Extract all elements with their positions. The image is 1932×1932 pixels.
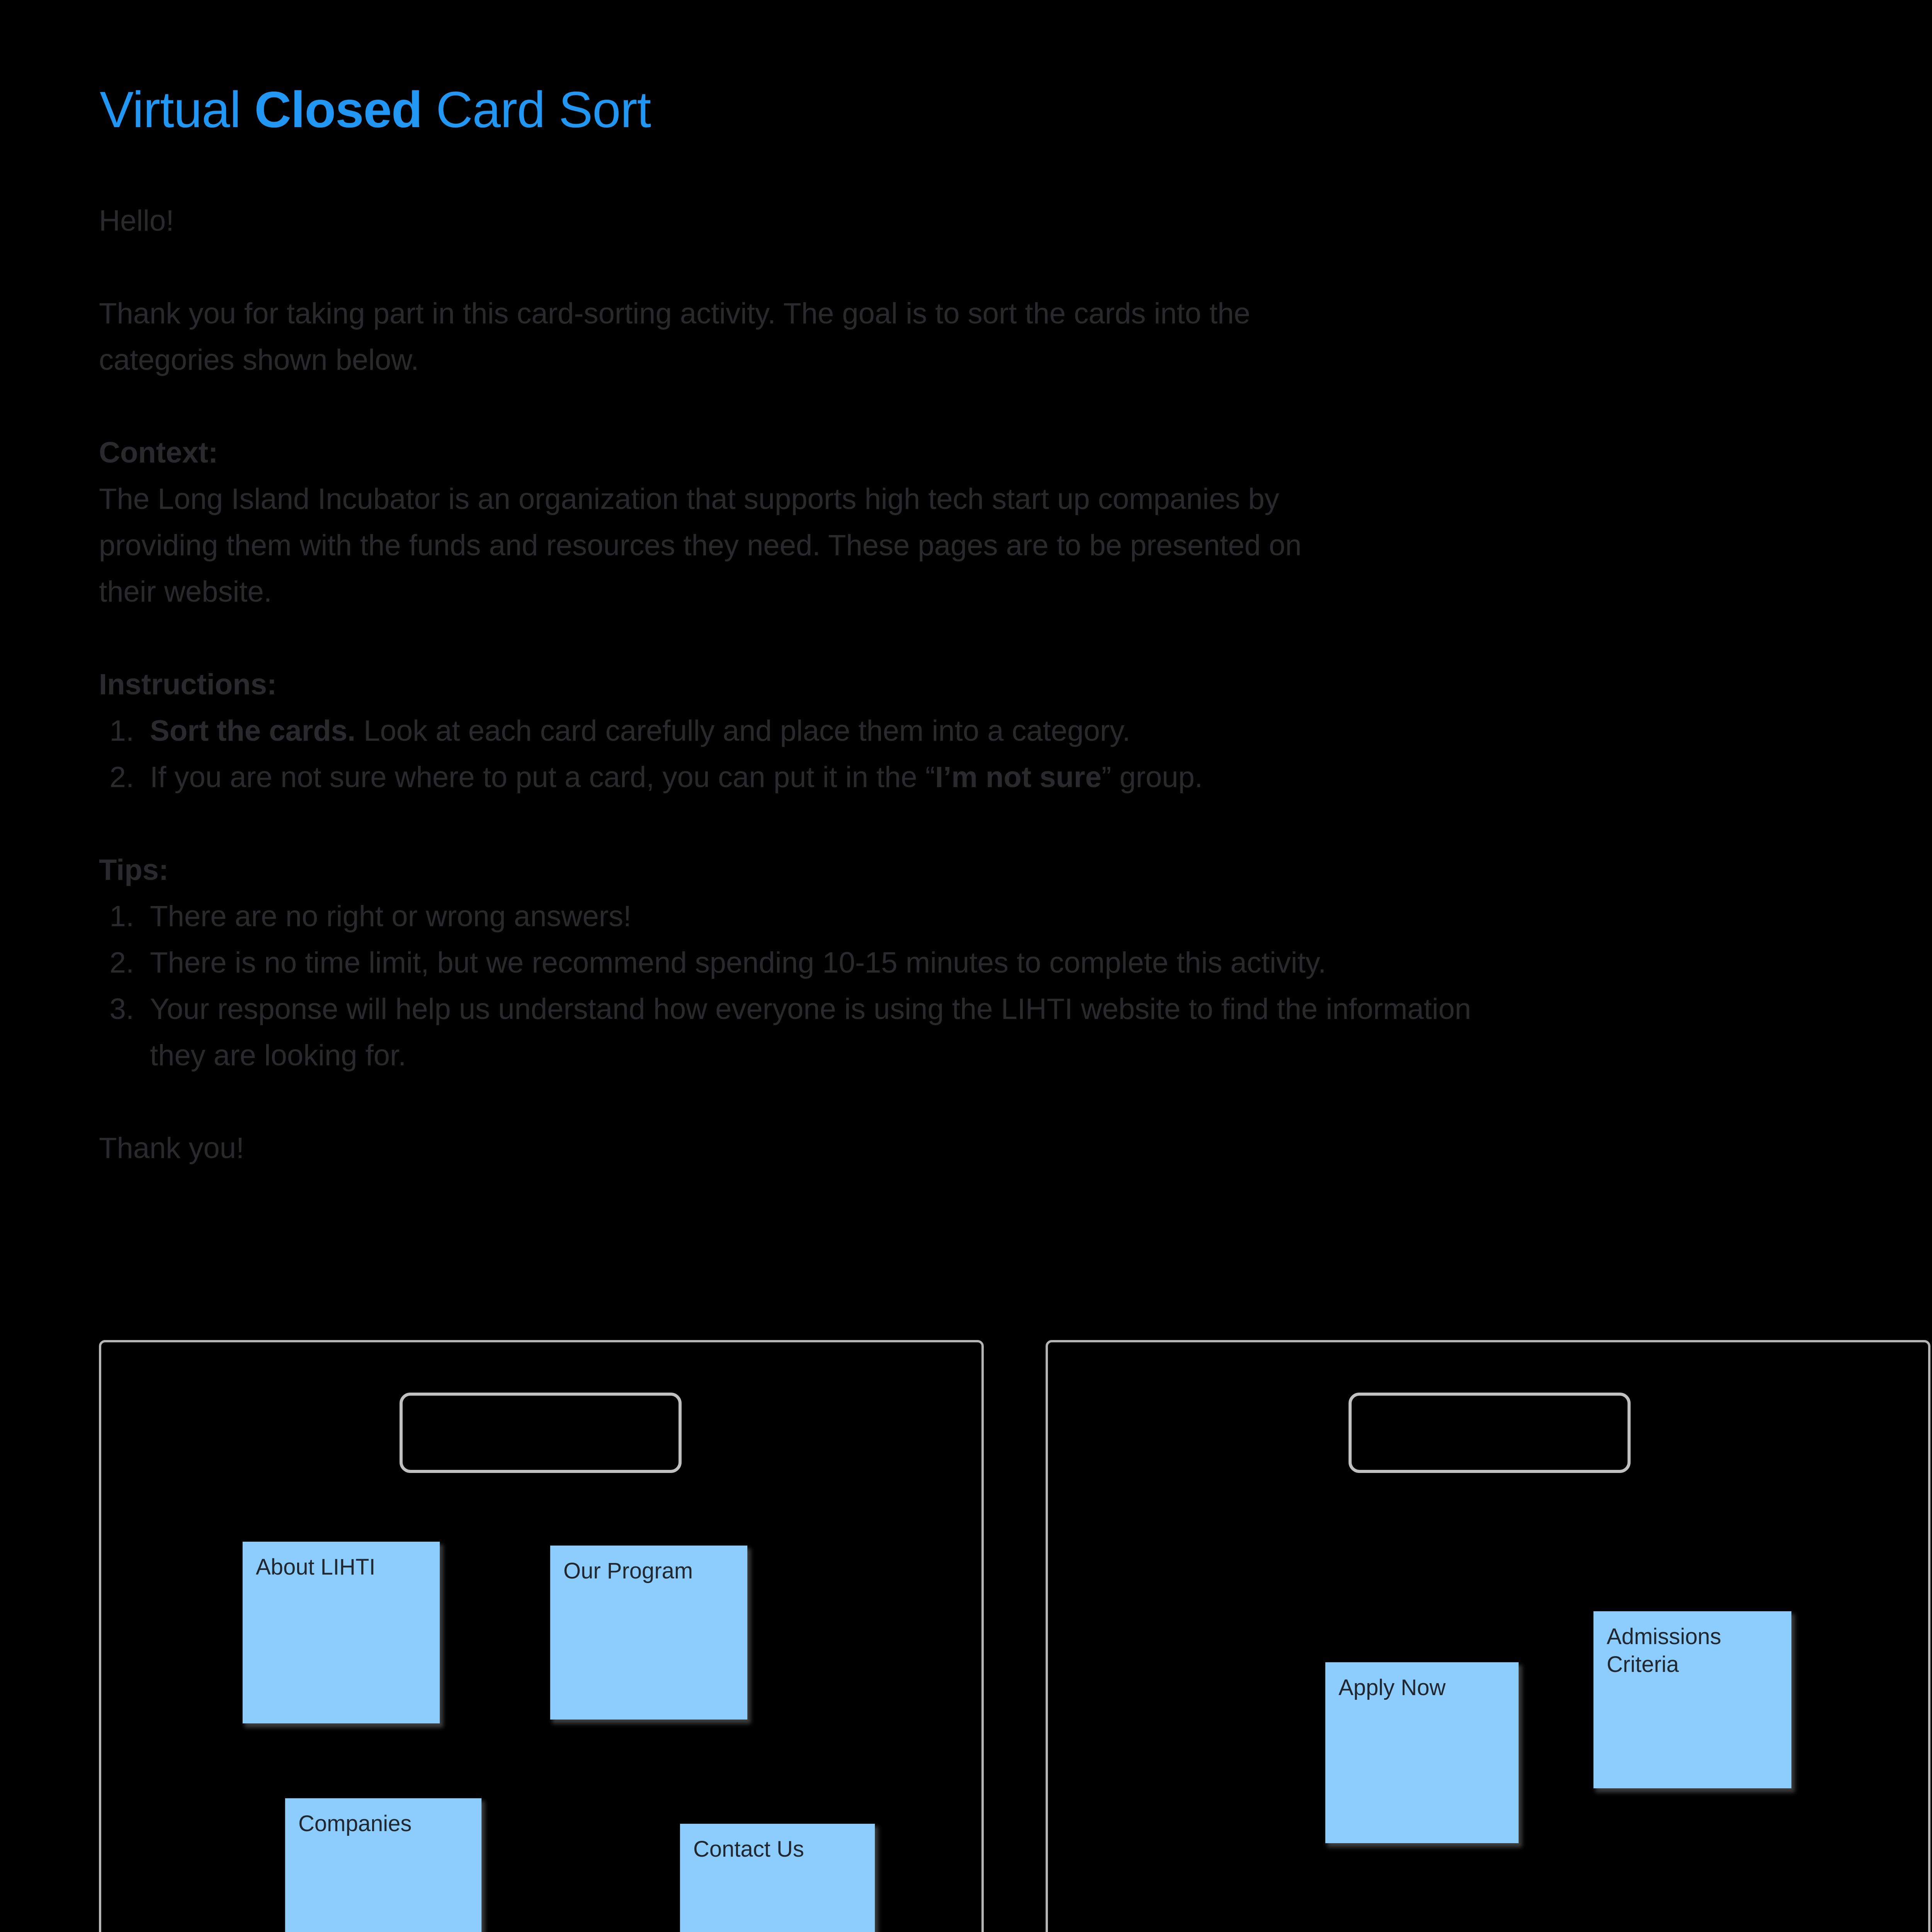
placed-card-our-program[interactable]: Our Program	[550, 1546, 747, 1719]
spacer	[99, 244, 1475, 291]
thanks-line-1: Thank you for taking part in this card-s…	[99, 297, 1250, 330]
context-line-2: providing them with the funds and resour…	[99, 529, 1302, 562]
context-line-1: The Long Island Incubator is an organiza…	[99, 483, 1279, 515]
page-title-part-1: Virtual	[100, 81, 255, 138]
spacer	[99, 1079, 1475, 1125]
intro-text-block: Hello! Thank you for taking part in this…	[99, 198, 1475, 1172]
context-heading: Context:	[99, 436, 218, 469]
category-1-label-box[interactable]	[400, 1393, 682, 1473]
spacer	[99, 615, 1475, 662]
instruction-2-bold: I’m not sure	[935, 761, 1102, 794]
tip-item-2: There is no time limit, but we recommend…	[142, 940, 1475, 986]
tip-item-1: There are no right or wrong answers!	[142, 893, 1475, 940]
instruction-1-rest: Look at each card carefully and place th…	[355, 714, 1131, 747]
tip-item-3: Your response will help us understand ho…	[142, 986, 1475, 1079]
instructions-heading: Instructions:	[99, 668, 277, 701]
instruction-item-2: If you are not sure where to put a card,…	[142, 754, 1475, 801]
instruction-2-pre: If you are not sure where to put a card,…	[150, 761, 935, 794]
category-container-2[interactable]	[1046, 1340, 1930, 1932]
page-title: Virtual Closed Card Sort	[100, 80, 651, 139]
spacer	[99, 801, 1475, 847]
instructions-list: Sort the cards. Look at each card carefu…	[99, 708, 1475, 801]
thanks-line-2: categories shown below.	[99, 344, 419, 376]
context-line-3: their website.	[99, 575, 272, 608]
closing-line: Thank you!	[99, 1132, 244, 1165]
category-2-label-box[interactable]	[1349, 1393, 1631, 1473]
tips-heading: Tips:	[99, 854, 169, 886]
spacer	[99, 383, 1475, 430]
instruction-1-bold: Sort the cards.	[150, 714, 356, 747]
tip-3-line-2: information they are looking for.	[150, 993, 1471, 1072]
category-container-1[interactable]	[99, 1340, 984, 1932]
tip-3-line-1: Your response will help us understand ho…	[150, 993, 1318, 1026]
greeting-line: Hello!	[99, 204, 174, 237]
placed-card-contact-us[interactable]: Contact Us	[680, 1824, 875, 1932]
page-title-part-3: Card Sort	[422, 81, 651, 138]
placed-card-companies[interactable]: Companies	[285, 1798, 481, 1932]
page-title-part-2: Closed	[254, 81, 422, 138]
tips-list: There are no right or wrong answers! The…	[99, 893, 1475, 1079]
instruction-2-post: ” group.	[1101, 761, 1203, 794]
placed-card-about-lihti[interactable]: About LIHTI	[243, 1542, 440, 1723]
instruction-item-1: Sort the cards. Look at each card carefu…	[142, 708, 1475, 754]
placed-card-apply-now[interactable]: Apply Now	[1325, 1662, 1519, 1843]
